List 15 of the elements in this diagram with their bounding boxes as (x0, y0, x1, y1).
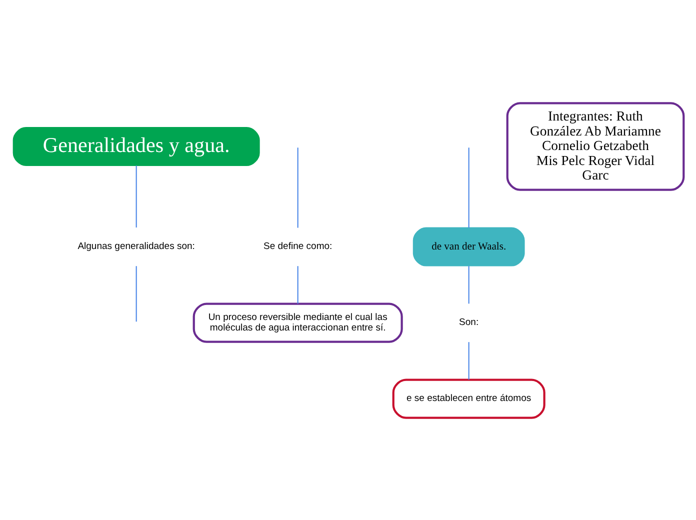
connector (296, 147, 298, 228)
node-box: Un proceso reversible mediante el cual las moléculas de agua interaccionan entre sí. (192, 302, 402, 342)
node-text: Son: (458, 316, 478, 328)
node-box: e se establecen entre átomos (392, 378, 545, 418)
connector (135, 165, 136, 227)
node-box: Generalidades y agua. (12, 126, 260, 166)
node-text: Algunas generalidades son: (77, 240, 194, 252)
connector (296, 266, 298, 304)
node-text: Se define como: (263, 240, 332, 252)
connector (135, 266, 136, 322)
node-box: de van der Waals. (412, 226, 524, 266)
connector (468, 147, 469, 228)
node-box: Integrantes: Ruth González Ab Mariamne Cornelio Getzabeth Mis Pelc Roger Vidal Garc (506, 102, 684, 190)
connector (468, 266, 469, 304)
connector (468, 342, 469, 380)
